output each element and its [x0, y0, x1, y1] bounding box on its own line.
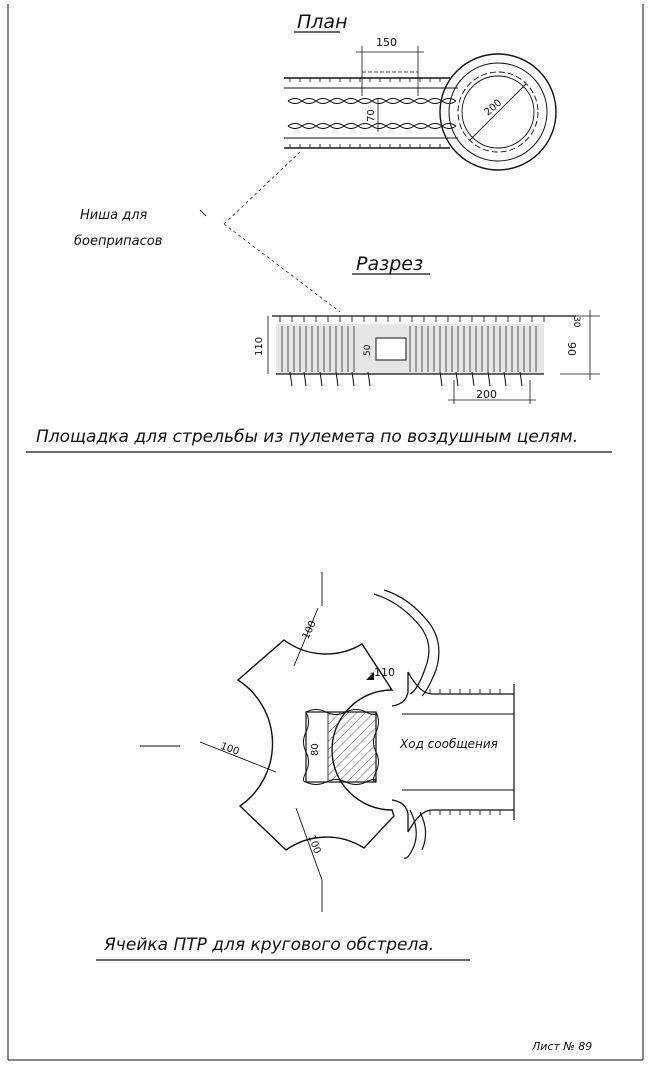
section-view: 50 110 30 90 200 [254, 310, 600, 404]
section-pit-dim: 200 [476, 388, 497, 401]
top-figure-caption: Площадка для стрельбы из пулемета по воз… [36, 427, 578, 447]
sheet-number: Лист № 89 [531, 1040, 592, 1053]
plan-width-dim: 70 [366, 109, 377, 122]
section-niche-dim: 50 [363, 344, 373, 356]
section-total-dim: 90 [565, 342, 578, 356]
cell-top-dim: 100 [301, 619, 319, 641]
section-parapet-dim: 30 [571, 316, 581, 328]
section-title: Разрез [356, 253, 423, 275]
plan-view: 200 150 70 [284, 36, 557, 171]
sheet-border [7, 4, 644, 1061]
niche-label-line1: Ниша для [80, 208, 148, 223]
plan-length-dim: 150 [376, 36, 397, 49]
bottom-figure-caption: Ячейка ПТР для кругового обстрела. [103, 935, 434, 955]
niche-leaders [199, 151, 341, 313]
cell-center-dim: 80 [310, 743, 321, 756]
niche-label-line2: боеприпасов [74, 234, 162, 249]
cell-left-dim: 100 [219, 741, 241, 758]
cell-level-dim: -110 [370, 666, 395, 679]
section-depth-dim: 110 [254, 337, 265, 356]
ptr-cell-plan: 80 -110 100 100 100 [140, 572, 515, 912]
plan-title: План [297, 11, 348, 33]
plan-diameter-dim: 200 [482, 98, 504, 119]
passage-label: Ход сообщения [399, 737, 498, 751]
